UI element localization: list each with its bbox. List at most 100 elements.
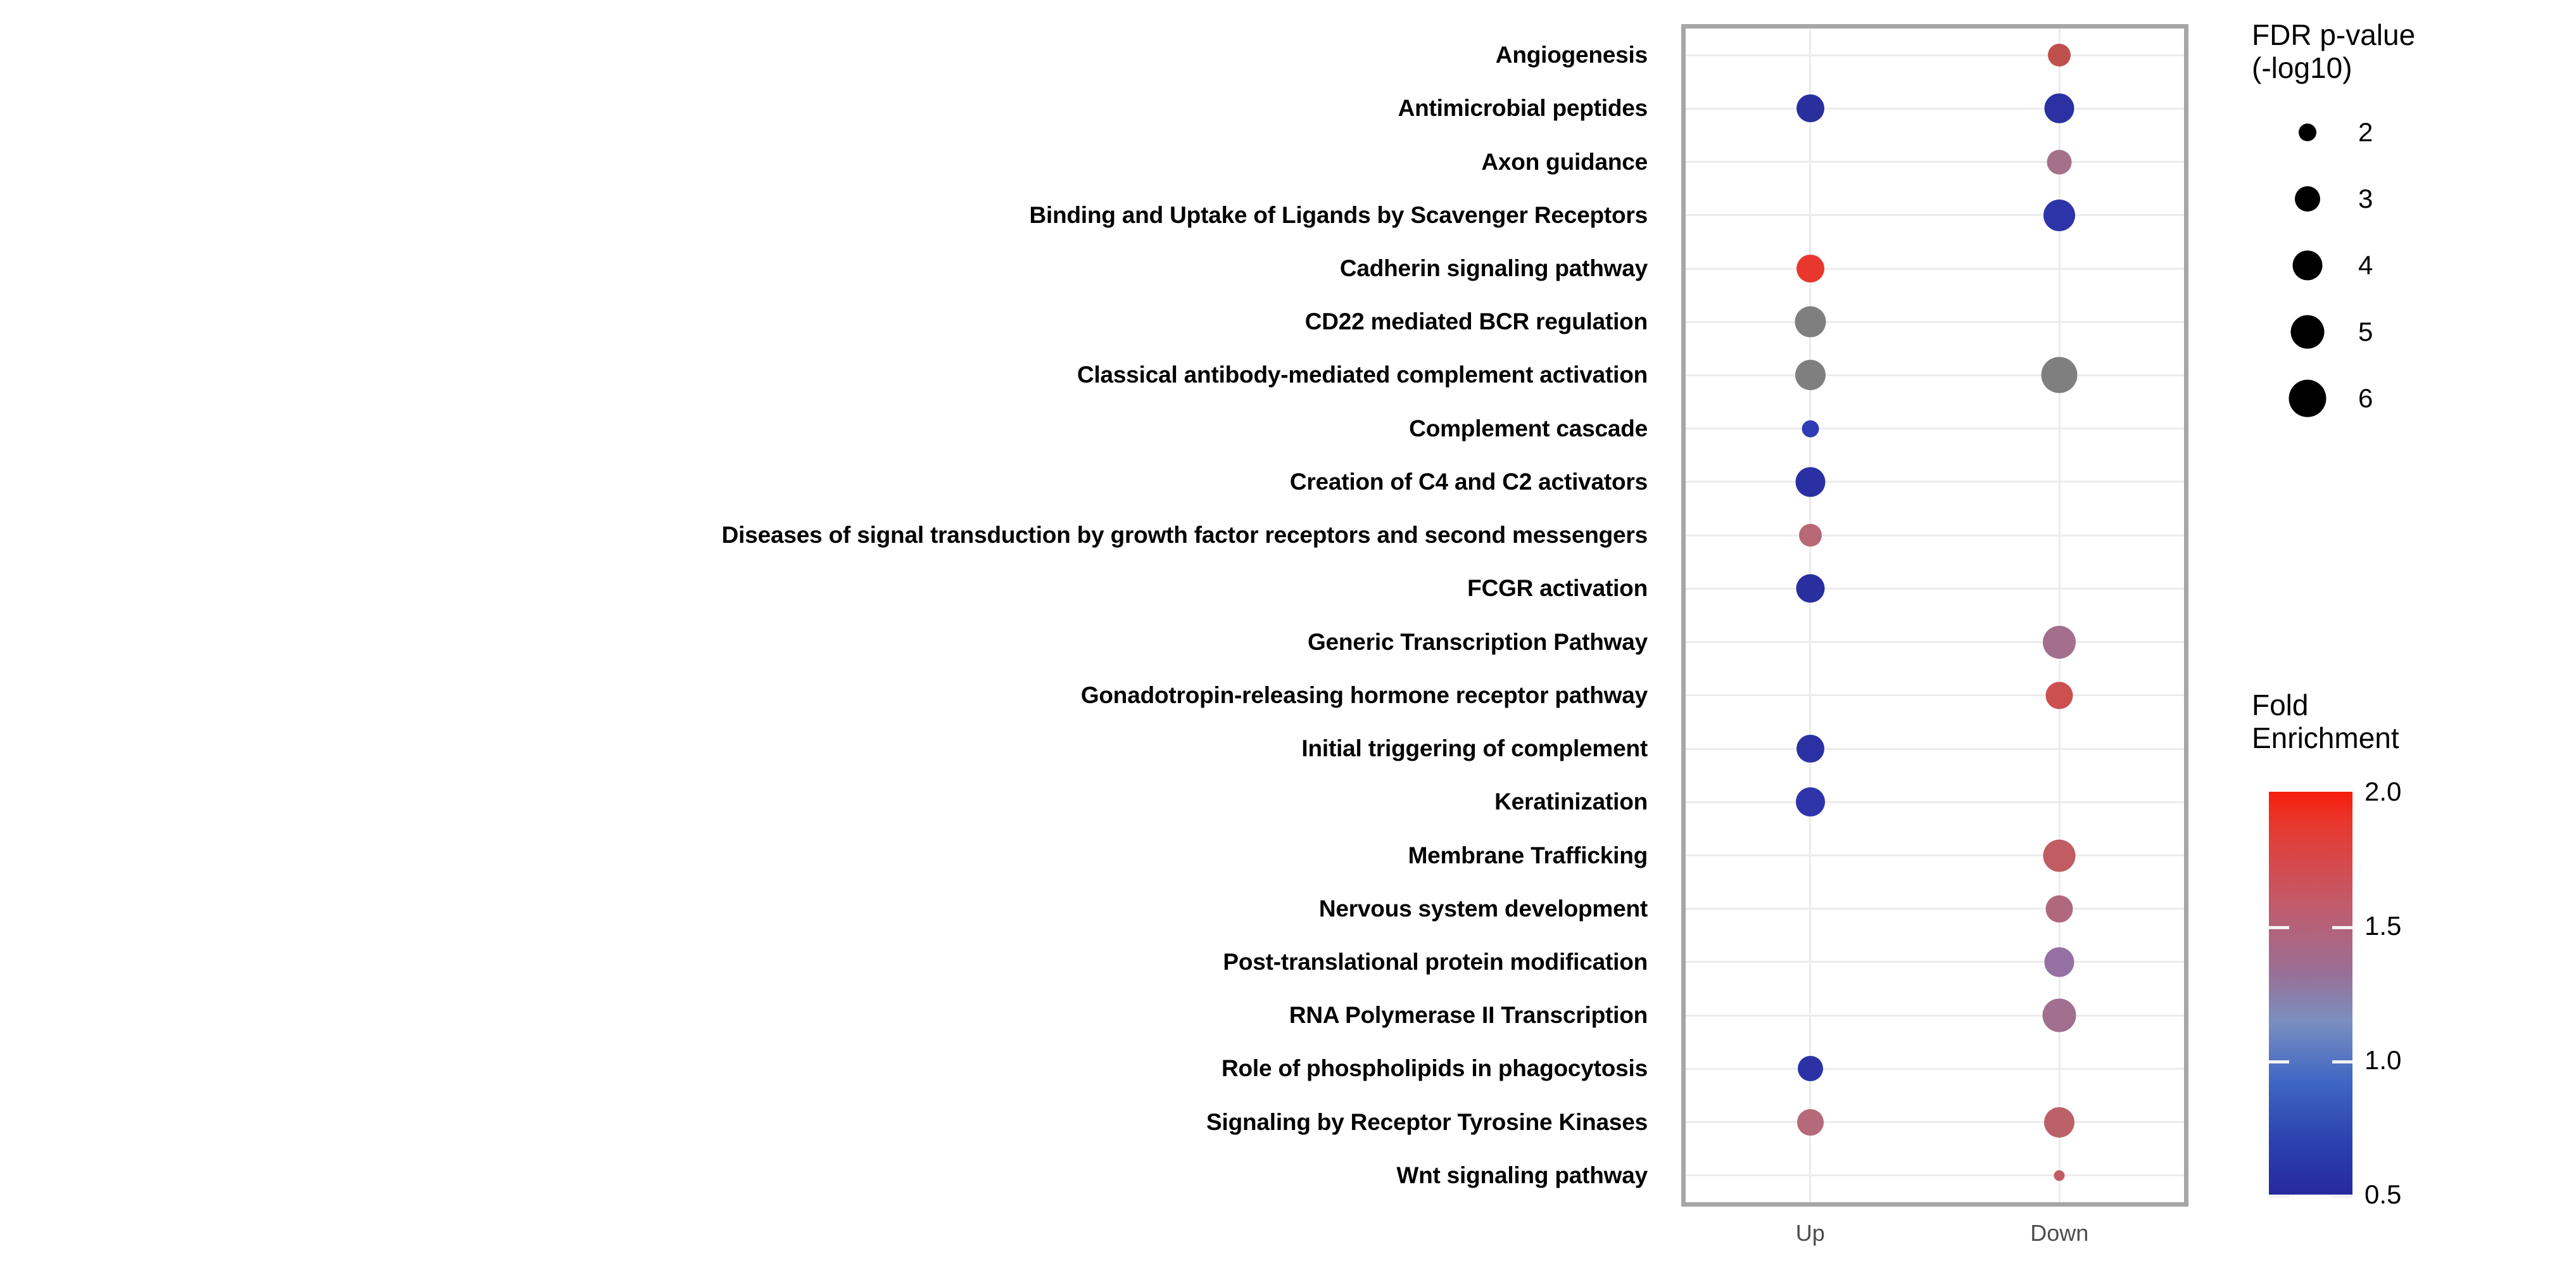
- vertical-gridline: [1809, 29, 1812, 1202]
- x-axis-tick-label: Down: [2030, 1220, 2089, 1246]
- size-legend-dot: [2289, 379, 2327, 417]
- horizontal-gridline: [1686, 641, 2184, 644]
- y-axis-label: CD22 mediated BCR regulation: [1304, 308, 1648, 335]
- y-axis-label: FCGR activation: [1467, 575, 1648, 602]
- y-axis-label: Diseases of signal transduction by growt…: [721, 522, 1648, 549]
- horizontal-gridline: [1686, 1014, 2184, 1017]
- size-legend-title-line1: FDR p-value: [2252, 18, 2416, 51]
- size-legend-label: 6: [2358, 383, 2373, 414]
- data-point: [2044, 947, 2074, 977]
- plot-panel-inner: [1686, 29, 2184, 1202]
- data-point: [2042, 998, 2076, 1032]
- horizontal-gridline: [1686, 214, 2184, 217]
- y-axis-label: Gonadotropin-releasing hormone receptor …: [1080, 682, 1648, 708]
- horizontal-gridline: [1686, 161, 2184, 163]
- color-legend-tick-mark: [2269, 925, 2289, 929]
- data-point: [2043, 839, 2076, 872]
- color-legend-tick-mark: [2269, 1060, 2289, 1064]
- data-point: [1796, 574, 1825, 603]
- y-axis-label: Classical antibody-mediated complement a…: [1076, 362, 1648, 388]
- y-axis-label: Angiogenesis: [1495, 42, 1648, 68]
- horizontal-gridline: [1686, 1121, 2184, 1124]
- horizontal-gridline: [1686, 1067, 2184, 1070]
- data-point: [1798, 524, 1822, 547]
- horizontal-gridline: [1686, 801, 2184, 803]
- horizontal-gridline: [1686, 854, 2184, 857]
- horizontal-gridline: [1686, 107, 2184, 110]
- y-axis-label: Nervous system development: [1318, 895, 1648, 922]
- horizontal-gridline: [1686, 908, 2184, 910]
- data-point: [1796, 255, 1824, 283]
- data-point: [2043, 625, 2076, 659]
- data-point: [1796, 94, 1824, 123]
- plot-panel: [1681, 24, 2188, 1207]
- size-legend-dot: [2292, 250, 2323, 281]
- horizontal-gridline: [1686, 1174, 2184, 1177]
- color-legend-tick-label: 1.5: [2364, 910, 2402, 941]
- horizontal-gridline: [1686, 320, 2184, 323]
- horizontal-gridline: [1686, 374, 2184, 376]
- y-axis-label: Antimicrobial peptides: [1398, 95, 1648, 122]
- size-legend-label: 4: [2358, 250, 2373, 281]
- horizontal-gridline: [1686, 267, 2184, 270]
- vertical-gridline: [2058, 29, 2061, 1202]
- data-point: [2045, 682, 2073, 709]
- y-axis-label: RNA Polymerase II Transcription: [1289, 1002, 1648, 1029]
- data-point: [2047, 149, 2072, 175]
- x-axis-tick-label: Up: [1795, 1220, 1825, 1246]
- size-legend-dot: [2295, 186, 2320, 212]
- y-axis-label: Creation of C4 and C2 activators: [1289, 468, 1648, 495]
- size-legend-items: 2 3 4 5 6: [2252, 102, 2505, 431]
- data-point: [1797, 1056, 1823, 1082]
- size-legend-title-line2: (-log10): [2252, 51, 2352, 84]
- size-legend-dot: [2290, 315, 2325, 349]
- data-point: [1795, 306, 1826, 338]
- data-point: [1796, 735, 1824, 763]
- horizontal-gridline: [1686, 961, 2184, 963]
- y-axis-label: Axon guidance: [1481, 148, 1648, 175]
- color-legend-title-line2: Enrichment: [2252, 721, 2399, 754]
- data-point: [1795, 360, 1826, 391]
- size-legend-label: 5: [2358, 317, 2373, 347]
- data-point: [1795, 467, 1826, 497]
- y-axis-label: Initial triggering of complement: [1301, 735, 1648, 762]
- horizontal-gridline: [1686, 54, 2184, 56]
- y-axis-label: Signaling by Receptor Tyrosine Kinases: [1206, 1108, 1648, 1135]
- data-point: [2048, 44, 2071, 67]
- color-legend-title-line1: Fold: [2252, 689, 2309, 721]
- data-point: [2043, 199, 2076, 231]
- data-point: [2041, 357, 2078, 393]
- data-point: [2045, 895, 2073, 923]
- y-axis-label: Membrane Trafficking: [1408, 842, 1648, 868]
- data-point: [2054, 1170, 2065, 1181]
- y-axis-label: Generic Transcription Pathway: [1307, 628, 1648, 655]
- size-legend-label: 3: [2358, 184, 2373, 214]
- y-axis-label: Complement cascade: [1409, 415, 1648, 441]
- horizontal-gridline: [1686, 534, 2184, 536]
- color-legend: Fold Enrichment 2.0 1.5 1.0 0.5: [2252, 689, 2556, 1209]
- size-legend-dot: [2299, 124, 2316, 142]
- color-legend-tick-mark: [2332, 925, 2352, 929]
- color-legend-tick-mark: [2332, 1060, 2352, 1064]
- data-point: [2044, 93, 2074, 124]
- y-axis-label: Binding and Uptake of Ligands by Scaveng…: [1029, 201, 1648, 228]
- data-point: [1795, 787, 1825, 817]
- horizontal-gridline: [1686, 747, 2184, 750]
- color-legend-tick-label: 0.5: [2364, 1179, 2402, 1209]
- color-legend-tick-mark: [2332, 1195, 2352, 1198]
- y-axis-label: Keratinization: [1494, 789, 1648, 815]
- data-point: [2044, 1107, 2075, 1138]
- horizontal-gridline: [1686, 428, 2184, 430]
- horizontal-gridline: [1686, 481, 2184, 483]
- color-legend-tick-label: 1.0: [2364, 1045, 2402, 1076]
- color-legend-tick-label: 2.0: [2364, 777, 2402, 806]
- data-point: [1802, 420, 1819, 438]
- data-point: [1796, 1108, 1824, 1136]
- y-axis-label: Wnt signaling pathway: [1396, 1162, 1648, 1188]
- color-legend-tick-mark: [2269, 1195, 2289, 1198]
- y-axis-label: Post-translational protein modification: [1223, 948, 1648, 975]
- size-legend-label: 2: [2358, 117, 2373, 148]
- horizontal-gridline: [1686, 587, 2184, 590]
- size-legend: FDR p-value (-log10) 2 3 4 5 6: [2252, 18, 2505, 431]
